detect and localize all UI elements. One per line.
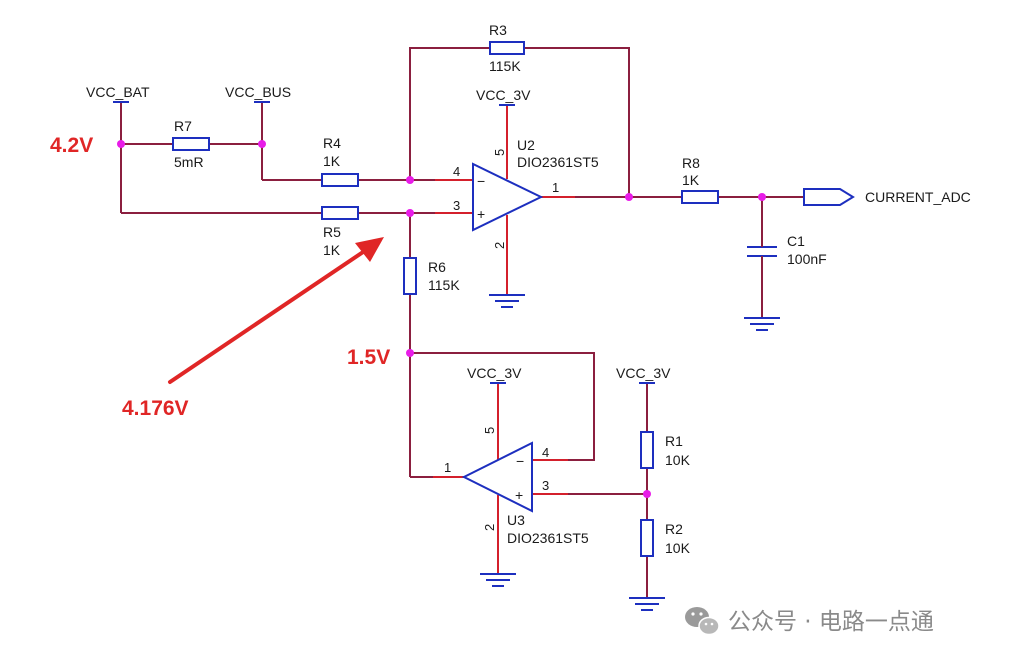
power-port-vcc-3v-divider: VCC_3V: [616, 365, 671, 384]
r2-ref: R2: [665, 521, 683, 537]
r8-value: 1K: [682, 172, 700, 188]
power-port-vcc-3v-u2: VCC_3V: [476, 87, 531, 106]
r3-ref: R3: [489, 22, 507, 38]
u3-ref: U3: [507, 512, 525, 528]
ground-icon: [629, 597, 665, 611]
vcc-3v-u2-label: VCC_3V: [476, 87, 531, 103]
r3-value: 115K: [489, 58, 521, 74]
u3-minus-sign: −: [516, 453, 524, 469]
net-port-current-adc: CURRENT_ADC: [803, 188, 971, 206]
resistor-r1: R1 10K: [640, 431, 691, 469]
u2-pin-inv: 4: [453, 164, 460, 179]
u2-part: DIO2361ST5: [517, 154, 599, 170]
junction-dot: [406, 349, 414, 357]
r1-value: 10K: [665, 452, 691, 468]
power-port-vcc-bat: VCC_BAT: [86, 84, 150, 103]
r4-value: 1K: [323, 153, 341, 169]
u2-pin-out: 1: [552, 180, 559, 195]
resistor-r5: R5 1K: [321, 206, 359, 258]
red-arrow-icon: [168, 237, 384, 384]
power-port-vcc-3v-u3: VCC_3V: [467, 365, 522, 384]
junction-dot: [758, 193, 766, 201]
u3-plus-sign: +: [515, 487, 523, 503]
junction-dot: [643, 490, 651, 498]
u2-pin-gnd: 2: [492, 242, 507, 249]
u3-pin-gnd: 2: [482, 524, 497, 531]
opamp-u3: − + 4 3 1 5 2 U3 DIO2361ST5: [433, 383, 589, 574]
annotation-ref-voltage: 1.5V: [347, 346, 390, 369]
u2-ref: U2: [517, 137, 535, 153]
u3-pin-inv: 4: [542, 445, 549, 460]
junction-dot: [117, 140, 125, 148]
current-adc-label: CURRENT_ADC: [865, 189, 971, 205]
junction-dot: [625, 193, 633, 201]
vcc-3v-u3-label: VCC_3V: [467, 365, 522, 381]
u3-pin-out: 1: [444, 460, 451, 475]
ground-icon: [744, 317, 780, 331]
r6-value: 115K: [428, 277, 460, 293]
ground-icon: [480, 573, 516, 587]
c1-ref: C1: [787, 233, 805, 249]
annotation-input-voltage: 4.176V: [122, 397, 189, 420]
vcc-bus-label: VCC_BUS: [225, 84, 291, 100]
r2-value: 10K: [665, 540, 691, 556]
power-port-vcc-bus: VCC_BUS: [225, 84, 291, 103]
junction-dot: [406, 176, 414, 184]
annotation-vbat-voltage: 4.2V: [50, 134, 93, 157]
r7-value: 5mR: [174, 154, 204, 170]
resistor-r2: R2 10K: [640, 519, 691, 557]
capacitor-c1: C1 100nF: [747, 232, 827, 267]
u2-plus-sign: +: [477, 206, 485, 222]
c1-value: 100nF: [787, 251, 827, 267]
u2-pin-vcc: 5: [492, 149, 507, 156]
r1-ref: R1: [665, 433, 683, 449]
resistor-r7: R7 5mR: [172, 118, 210, 170]
junction-dots: [117, 140, 766, 498]
opamp-u2: − + 4 3 1 5 2 U2 DIO2361ST5: [435, 105, 599, 295]
resistor-r6: R6 115K: [403, 257, 460, 295]
resistor-r3: R3 115K: [489, 22, 525, 74]
r5-value: 1K: [323, 242, 341, 258]
resistor-r8: R8 1K: [681, 155, 719, 204]
ground-icon: [489, 294, 525, 308]
watermark-text: 公众号 · 电路一点通: [728, 609, 934, 635]
junction-dot: [258, 140, 266, 148]
u2-pin-noninv: 3: [453, 198, 460, 213]
u2-minus-sign: −: [477, 173, 485, 189]
wires: [120, 47, 804, 598]
r7-ref: R7: [174, 118, 192, 134]
u3-pin-vcc: 5: [482, 427, 497, 434]
vcc-3v-div-label: VCC_3V: [616, 365, 671, 381]
vcc-bat-label: VCC_BAT: [86, 84, 150, 100]
junction-dot: [406, 209, 414, 217]
resistor-r4: R4 1K: [321, 135, 359, 187]
r4-ref: R4: [323, 135, 341, 151]
r8-ref: R8: [682, 155, 700, 171]
u3-pin-noninv: 3: [542, 478, 549, 493]
u3-part: DIO2361ST5: [507, 530, 589, 546]
wechat-icon: [685, 607, 720, 636]
r6-ref: R6: [428, 259, 446, 275]
r5-ref: R5: [323, 224, 341, 240]
